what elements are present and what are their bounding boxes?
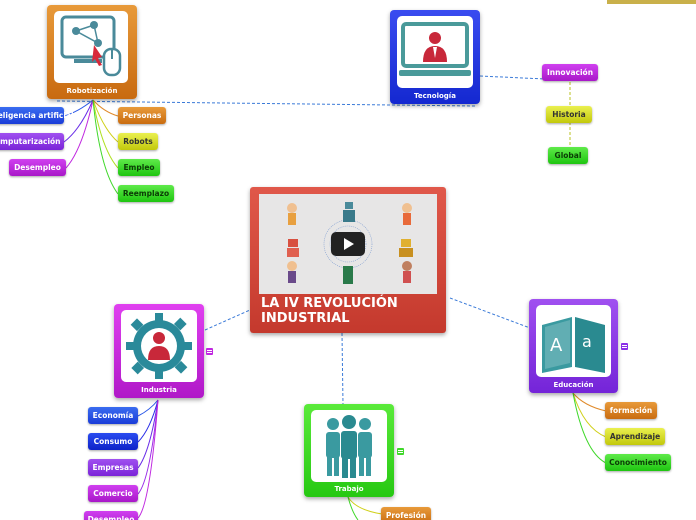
topic-robotizacion[interactable]: Robotización xyxy=(47,5,137,99)
subtopic-consumo[interactable]: Consumo xyxy=(88,433,138,450)
branch-empleo xyxy=(92,99,119,169)
topic-educacion[interactable]: A a Educación xyxy=(529,299,618,393)
topic-label: Tecnología xyxy=(414,92,456,100)
robots-illustration xyxy=(287,202,413,284)
subtopic-aprendizaje[interactable]: Aprendizaje xyxy=(605,428,665,445)
subtopic-profesion[interactable]: Profesión xyxy=(381,507,431,520)
topic-label: Educación xyxy=(553,381,594,389)
branch-desempleo-ind xyxy=(137,399,159,519)
branch-conocimiento xyxy=(572,392,607,464)
branch-trabajo-extra xyxy=(347,496,359,520)
subtopic-computarizacion[interactable]: Computarización xyxy=(0,133,64,150)
svg-text:a: a xyxy=(582,332,592,351)
dashed-link-tecnologia-innovacion xyxy=(479,75,546,80)
branch-economia xyxy=(137,399,159,417)
topic-label: Trabajo xyxy=(334,485,364,493)
branch-empresas xyxy=(137,399,159,469)
topic-tecnologia[interactable]: Tecnología xyxy=(390,10,480,104)
subtopic-conocimiento[interactable]: Conocimiento xyxy=(605,454,671,471)
branch-consumo xyxy=(137,399,159,443)
note-icon-trabajo[interactable] xyxy=(397,448,404,455)
subtopic-historia[interactable]: Historia xyxy=(546,106,592,123)
robot-arm-icon xyxy=(54,11,128,83)
subtopic-ia[interactable]: Inteligencia artificial xyxy=(0,107,74,124)
subtopic-global[interactable]: Global xyxy=(548,147,588,164)
book-icon: A a xyxy=(536,305,611,377)
subtopic-economia[interactable]: Economía xyxy=(88,407,138,424)
presenter-icon xyxy=(397,16,473,88)
subtopic-desempleo-industria[interactable]: Desempleo xyxy=(84,511,138,520)
subtopic-desempleo[interactable]: Desempleo xyxy=(9,159,66,176)
branch-computarizacion xyxy=(63,99,94,143)
dashed-link-main-trabajo xyxy=(341,332,344,406)
topic-label: Industria xyxy=(141,386,177,394)
svg-text:A: A xyxy=(550,335,563,356)
subtopic-personas[interactable]: Personas xyxy=(118,107,166,124)
topic-trabajo[interactable]: Trabajo xyxy=(304,404,394,497)
team-icon xyxy=(311,410,387,482)
branch-ia xyxy=(63,99,94,117)
branch-reemplazo xyxy=(92,99,119,195)
main-topic-title: LA IV REVOLUCIÓN INDUSTRIAL xyxy=(261,296,398,326)
gear-worker-icon xyxy=(121,310,197,382)
subtopic-empresas[interactable]: Empresas xyxy=(88,459,138,476)
branch-profesion xyxy=(347,496,383,515)
top-edge-bar xyxy=(607,0,696,4)
topic-industria[interactable]: Industria xyxy=(114,304,204,398)
video-thumbnail[interactable] xyxy=(259,194,437,294)
dashed-link-main-educacion xyxy=(449,297,531,329)
note-icon-industria[interactable] xyxy=(206,348,213,355)
branch-desempleo xyxy=(65,99,94,169)
branch-personas xyxy=(92,99,119,117)
play-icon[interactable] xyxy=(331,232,365,256)
subtopic-innovacion[interactable]: Innovación xyxy=(542,64,598,81)
topic-label: Robotización xyxy=(66,87,118,95)
subtopic-formacion[interactable]: formación xyxy=(605,402,657,419)
main-topic[interactable]: LA IV REVOLUCIÓN INDUSTRIAL xyxy=(250,187,446,333)
branch-robots xyxy=(92,99,119,143)
subtopic-empleo[interactable]: Empleo xyxy=(118,159,160,176)
subtopic-comercio[interactable]: Comercio xyxy=(88,485,138,502)
dashed-link-main-industria xyxy=(204,309,251,331)
note-icon-educacion[interactable] xyxy=(621,343,628,350)
subtopic-reemplazo[interactable]: Reemplazo xyxy=(118,185,174,202)
branch-aprendizaje xyxy=(572,392,607,438)
subtopic-robots[interactable]: Robots xyxy=(118,133,158,150)
branch-formacion xyxy=(572,392,607,412)
